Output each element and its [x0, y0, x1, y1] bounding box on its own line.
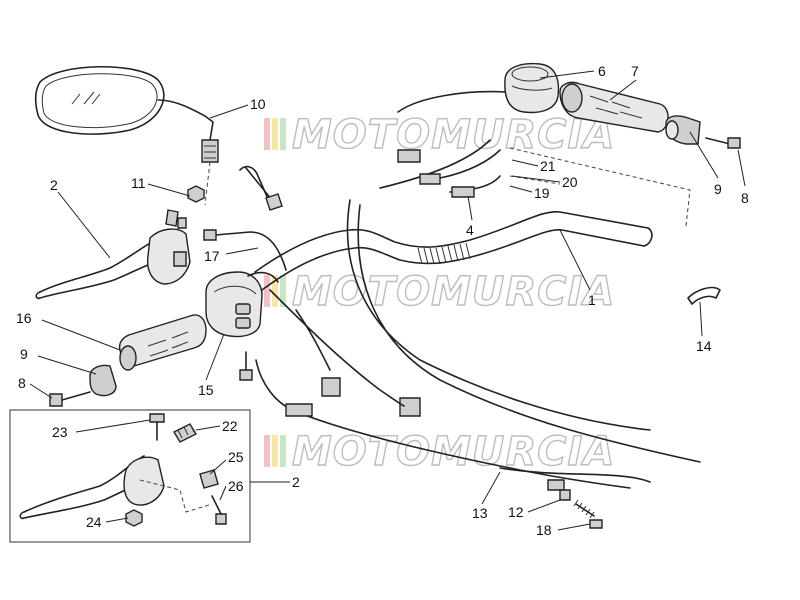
callout-13: 13	[472, 505, 488, 521]
callout-7: 7	[631, 63, 639, 79]
callout-8: 8	[741, 190, 749, 206]
left-screw-part	[49, 391, 91, 407]
watermark-text: MOTOMURCIA	[292, 429, 615, 475]
throttle-housing-part	[504, 62, 560, 114]
callout-9b: 9	[20, 346, 28, 362]
callout-18: 18	[536, 522, 552, 538]
screw-part	[705, 137, 741, 149]
watermark-text: MOTOMURCIA	[292, 112, 615, 158]
callout-10: 10	[250, 96, 266, 112]
cable-clip-part	[687, 286, 721, 305]
clutch-lever-part	[35, 209, 191, 300]
callout-24: 24	[86, 514, 102, 530]
callout-6: 6	[598, 63, 606, 79]
callout-labels: 6 7 10 2 11 21 20 19 9 8 4 17 1 14 16 9 …	[16, 63, 749, 538]
callout-15: 15	[198, 382, 214, 398]
inset-box	[9, 409, 251, 543]
leader-lines	[29, 70, 746, 531]
switch-cluster-part	[205, 271, 279, 338]
watermark-bottom: MOTOMURCIA	[264, 428, 615, 476]
callout-2: 2	[50, 177, 58, 193]
mirror-stem-part	[239, 165, 283, 211]
throttle-cables	[346, 90, 701, 463]
callout-25: 25	[228, 449, 244, 465]
callout-12: 12	[508, 504, 524, 520]
throttle-grip-part	[559, 81, 669, 133]
callout-2b: 2	[292, 474, 300, 490]
spring-part	[573, 499, 595, 519]
watermark-text: MOTOMURCIA	[292, 269, 615, 315]
handlebar-part	[254, 211, 653, 291]
cap-part	[589, 519, 603, 529]
mirror-part	[34, 65, 219, 206]
callout-14: 14	[696, 338, 712, 354]
callout-9: 9	[714, 181, 722, 197]
callout-16: 16	[16, 310, 32, 326]
bar-end-weight-part	[665, 115, 701, 145]
callout-8b: 8	[18, 375, 26, 391]
callout-17: 17	[204, 248, 220, 264]
callout-23: 23	[52, 424, 68, 440]
callout-21: 21	[540, 158, 556, 174]
left-bar-end-part	[89, 364, 117, 397]
callout-22: 22	[222, 418, 238, 434]
callout-20: 20	[562, 174, 578, 190]
nut-part	[187, 185, 205, 203]
callout-19: 19	[534, 185, 550, 201]
callout-11: 11	[131, 175, 146, 191]
watermark-middle: MOTOMURCIA	[264, 268, 615, 316]
clutch-cable-part	[203, 229, 651, 501]
left-grip-part	[118, 314, 207, 371]
watermark-top: MOTOMURCIA	[264, 111, 615, 159]
callout-26: 26	[228, 478, 244, 494]
callout-4: 4	[466, 222, 474, 238]
callout-1: 1	[588, 292, 596, 308]
